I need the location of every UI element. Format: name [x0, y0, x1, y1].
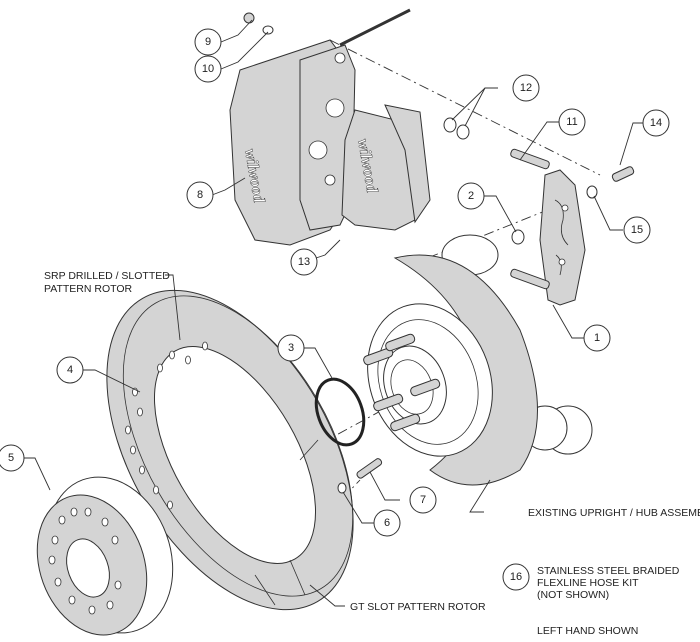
svg-text:16: 16: [510, 571, 522, 583]
svg-text:6: 6: [384, 517, 390, 529]
shim-12a: [443, 117, 457, 133]
svg-text:12: 12: [520, 82, 532, 94]
svg-text:15: 15: [631, 224, 643, 236]
hub-assembly: [363, 234, 593, 486]
callout-16: 16: [502, 563, 530, 591]
stud-upper: [510, 148, 550, 170]
callout-1: 1: [583, 324, 611, 352]
svg-text:8: 8: [197, 189, 203, 201]
hose-kit-label-line3: (NOT SHOWN): [537, 589, 609, 601]
rotor-drill-holes: [125, 341, 208, 510]
svg-text:10: 10: [202, 63, 214, 75]
hose-kit-label-line2: FLEXLINE HOSE KIT: [537, 577, 639, 589]
callout-10: 10: [194, 55, 222, 83]
text-labels: SRP DRILLED / SLOTTED PATTERN ROTOR GT S…: [44, 270, 700, 637]
svg-text:7: 7: [420, 494, 426, 506]
svg-text:14: 14: [650, 117, 662, 129]
hat-bolt-holes: [48, 507, 122, 615]
hat-bolt: [337, 458, 383, 494]
svg-text:2: 2: [468, 190, 474, 202]
callout-4: 4: [56, 356, 84, 384]
stud-lower: [510, 268, 550, 290]
caliper: wilwood: [229, 8, 411, 246]
srp-rotor-label-line2: PATTERN ROTOR: [44, 283, 133, 295]
svg-text:11: 11: [566, 116, 577, 128]
callout-11: 11: [558, 108, 586, 136]
brake-pads: wilwood: [341, 104, 431, 231]
callout-2: 2: [457, 182, 485, 210]
callout-5: 5: [0, 444, 25, 472]
leader-lines: [23, 19, 643, 607]
hub-assembly-label: EXISTING UPRIGHT / HUB ASSEMBLY: [528, 507, 700, 519]
callout-13: 13: [290, 248, 318, 276]
washer-2: [511, 229, 525, 245]
callout-15: 15: [623, 216, 651, 244]
svg-text:1: 1: [594, 332, 600, 344]
callout-6: 6: [373, 509, 401, 537]
rotor-hat: [36, 476, 174, 636]
gt-rotor-label: GT SLOT PATTERN ROTOR: [350, 601, 486, 613]
callout-bubbles: 1 2 3 4 5 6 7 8 9 10 11 12 13 14 15 16: [0, 28, 670, 591]
callout-14: 14: [642, 109, 670, 137]
rotor: [106, 289, 354, 611]
nut-9: [243, 12, 255, 24]
shim-12b: [456, 124, 470, 140]
washer-10: [262, 25, 274, 35]
callout-9: 9: [194, 28, 222, 56]
svg-text:4: 4: [67, 364, 73, 376]
svg-text:13: 13: [298, 256, 310, 268]
svg-text:9: 9: [205, 36, 211, 48]
washer-6: [337, 482, 347, 494]
caliper-bracket: [443, 117, 635, 306]
o-ring: [314, 377, 366, 447]
callout-8: 8: [186, 181, 214, 209]
bolt-14: [611, 166, 635, 182]
callout-3: 3: [277, 334, 305, 362]
wheel-studs: [363, 333, 441, 432]
srp-rotor-label-line1: SRP DRILLED / SLOTTED: [44, 270, 170, 282]
washer-15: [586, 185, 598, 199]
svg-text:3: 3: [288, 342, 294, 354]
left-hand-label: LEFT HAND SHOWN: [537, 625, 638, 637]
callout-7: 7: [409, 486, 437, 514]
hose-kit-label-line1: STAINLESS STEEL BRAIDED: [537, 565, 680, 577]
svg-text:5: 5: [8, 452, 14, 464]
callout-12: 12: [512, 74, 540, 102]
